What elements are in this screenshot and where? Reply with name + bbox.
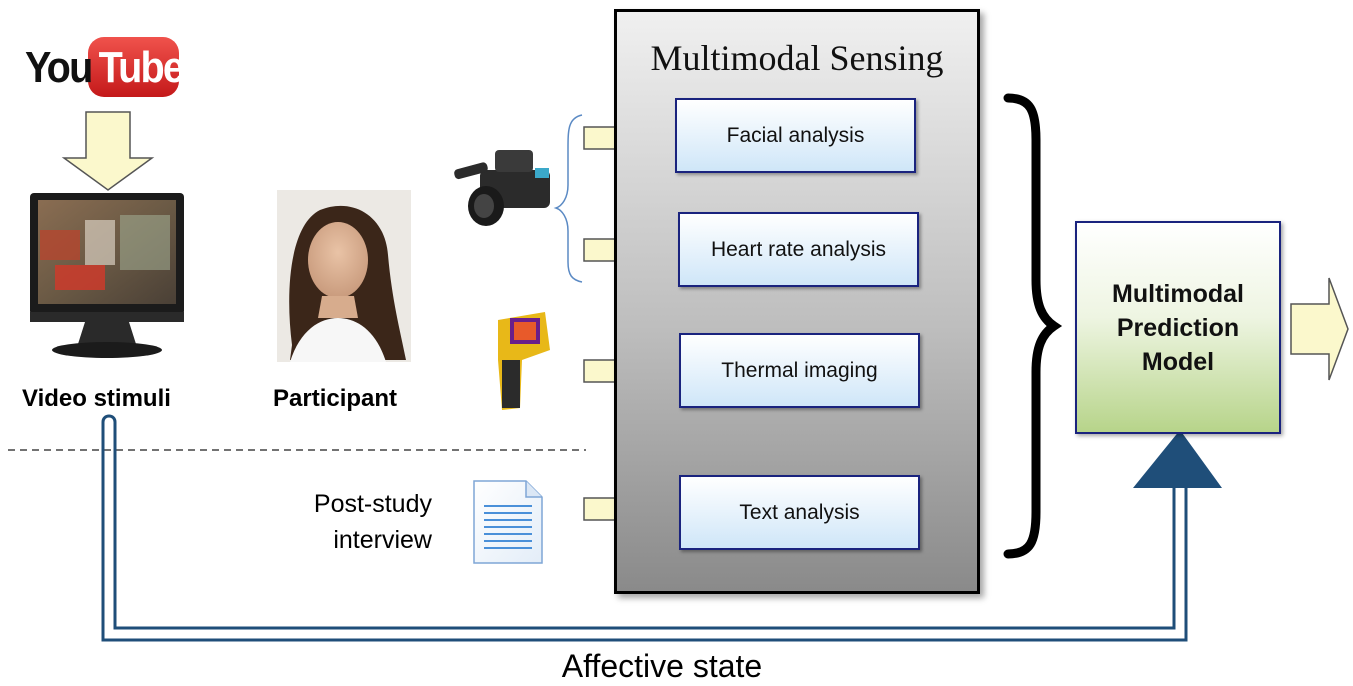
youtube-logo-box <box>88 37 179 97</box>
document-icon <box>473 480 543 564</box>
model-line2: Prediction <box>1116 313 1240 342</box>
thermal-imaging-box: Thermal imaging <box>679 333 920 408</box>
model-line1: Multimodal <box>1112 279 1244 308</box>
participant-label: Participant <box>273 385 398 412</box>
affective-feedback-loop <box>101 414 1188 642</box>
model-line3: Model <box>1141 347 1215 376</box>
youtube-logo: You Tube <box>25 40 185 95</box>
curly-brace <box>1003 93 1063 559</box>
youtube-logo-tube: Tube <box>98 42 185 92</box>
post-study-line1: Post-study <box>313 490 432 518</box>
participant-photo <box>277 190 411 362</box>
post-study-interview-label: Post-study interview <box>260 486 432 558</box>
thermal-camera-icon <box>498 312 550 410</box>
text-analysis-box: Text analysis <box>679 475 920 550</box>
output-arrow <box>1290 277 1349 381</box>
youtube-logo-you: You <box>25 42 93 92</box>
camera-brace <box>553 114 583 283</box>
heart-rate-analysis-box: Heart rate analysis <box>678 212 919 287</box>
video-camera-icon <box>454 150 550 226</box>
monitor-icon <box>30 193 184 358</box>
post-study-line2: interview <box>333 526 432 554</box>
multimodal-sensing-title: Multimodal Sensing <box>650 38 944 78</box>
down-arrow-icon <box>61 111 155 191</box>
facial-analysis-box: Facial analysis <box>675 98 916 173</box>
affective-state-label: Affective state <box>561 648 763 684</box>
video-stimuli-label: Video stimuli <box>22 385 171 412</box>
feedback-arrowhead-icon <box>1133 430 1222 488</box>
multimodal-prediction-model-box: Multimodal Prediction Model <box>1075 221 1281 434</box>
